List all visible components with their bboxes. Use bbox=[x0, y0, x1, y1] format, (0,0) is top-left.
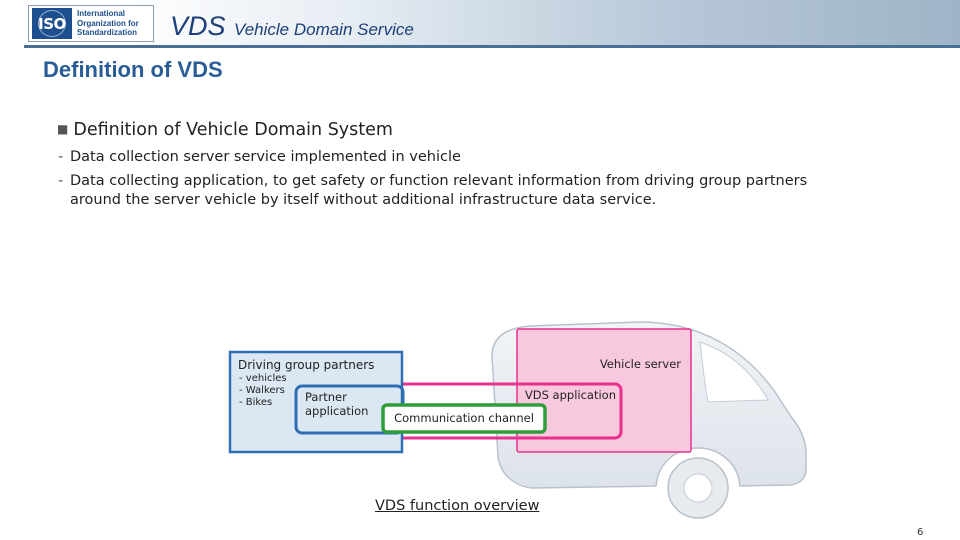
vehicle-server-label: Vehicle server bbox=[600, 357, 681, 371]
header-title: VDS Vehicle Domain Service bbox=[170, 11, 414, 42]
communication-channel-label: Communication channel bbox=[394, 411, 534, 425]
group-item: - vehicles bbox=[239, 373, 287, 384]
sub-bullet-1: -Data collection server service implemen… bbox=[58, 148, 461, 167]
sub-bullet-text: Data collecting application, to get safe… bbox=[70, 173, 808, 189]
globe-icon bbox=[38, 10, 66, 37]
header-divider bbox=[24, 45, 960, 48]
communication-channel-box bbox=[381, 403, 547, 434]
partner-application-label-1: Partner bbox=[305, 390, 347, 404]
page-number: 6 bbox=[917, 527, 924, 538]
iso-logo-mark: ISO bbox=[32, 8, 72, 39]
partner-application-label-2: application bbox=[305, 404, 368, 418]
group-item-bikes: Bikes bbox=[246, 397, 272, 408]
sub-bullet-text-continued: around the server vehicle by itself with… bbox=[70, 192, 657, 208]
group-item: - Walkers bbox=[239, 385, 285, 396]
header-title-abbr: VDS bbox=[170, 11, 226, 41]
vehicle-server-box bbox=[516, 328, 692, 453]
vds-application-label: VDS application bbox=[525, 388, 616, 402]
page-title: Definition of VDS bbox=[43, 57, 223, 82]
group-item-vehicles: vehicles bbox=[246, 373, 287, 384]
driving-group-title: Driving group partners bbox=[238, 358, 374, 372]
header-title-full: Vehicle Domain Service bbox=[233, 20, 414, 39]
sub-bullet-2: -Data collecting application, to get saf… bbox=[58, 172, 807, 210]
vehicle-wheel-hub bbox=[683, 473, 713, 503]
iso-name-line: Standardization bbox=[77, 28, 138, 38]
diagram-caption: VDS function overview bbox=[375, 498, 540, 514]
iso-logo-name: International Organization for Standardi… bbox=[77, 9, 139, 38]
iso-name-line: International bbox=[77, 9, 126, 19]
header-band bbox=[0, 0, 960, 46]
bullet-main-text: Definition of Vehicle Domain System bbox=[73, 120, 393, 140]
group-item: - Bikes bbox=[239, 397, 272, 408]
dash-icon: - bbox=[58, 173, 64, 189]
iso-logo-text: ISO bbox=[38, 14, 66, 33]
iso-logo: ISO International Organization for Stand… bbox=[28, 5, 154, 42]
sub-bullet-text: Data collection server service implement… bbox=[70, 149, 461, 165]
bullet-square-icon: ■ bbox=[57, 122, 69, 136]
vehicle-window bbox=[699, 341, 769, 403]
group-item-walkers: Walkers bbox=[246, 385, 285, 396]
bullet-main: ■ Definition of Vehicle Domain System bbox=[57, 120, 393, 140]
dash-icon: - bbox=[58, 149, 64, 165]
iso-name-line: Organization for bbox=[77, 18, 139, 28]
